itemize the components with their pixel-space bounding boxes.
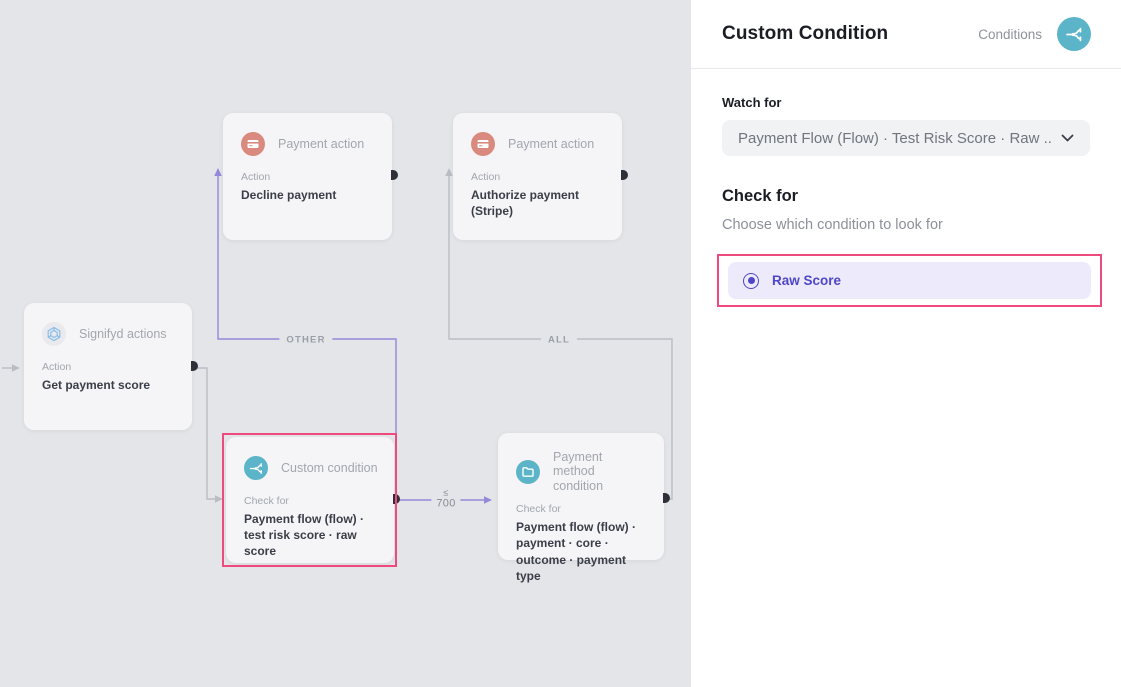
chevron-down-icon [1061, 134, 1074, 142]
panel-title: Custom Condition [722, 23, 889, 44]
node-type-label: Payment action [508, 136, 595, 151]
radio-selected-icon[interactable] [743, 272, 759, 289]
edge-label-all: ALL [540, 333, 578, 347]
node-type-label: Signifyd actions [79, 326, 167, 341]
output-port[interactable] [391, 170, 398, 180]
payment-card-icon [241, 132, 265, 156]
node-payment-method-condition[interactable]: Payment method condition Check for Payme… [498, 433, 670, 583]
node-payment-action-decline[interactable]: Payment action Action Decline payment [223, 113, 398, 240]
node-value: Get payment score [42, 378, 151, 392]
node-payment-action-authorize[interactable]: Payment action Action Authorize payment … [453, 113, 628, 240]
watch-for-label: Watch for [722, 95, 782, 110]
node-value: Authorize payment (Stripe) [471, 188, 580, 219]
check-for-heading: Check for [722, 187, 799, 205]
node-value: Payment flow (flow) · payment · core · o… [516, 520, 636, 583]
output-port[interactable] [393, 494, 400, 504]
node-field-label: Action [471, 171, 501, 183]
config-panel: Custom Condition Conditions Watch for Pa… [691, 0, 1121, 687]
output-port[interactable] [621, 170, 628, 180]
node-type-label: Custom condition [281, 460, 378, 475]
payment-card-icon [471, 132, 495, 156]
watch-for-dropdown[interactable]: Payment Flow (Flow) · Test Risk Score · … [722, 120, 1090, 156]
node-field-label: Check for [244, 495, 289, 507]
edge-label-threshold: ≤ 700 [431, 486, 461, 512]
edge-label-other: OTHER [279, 333, 333, 347]
annotation-highlight-option: Raw Score [717, 254, 1102, 307]
node-signifyd-actions[interactable]: Signifyd actions Action Get payment scor… [24, 303, 198, 430]
node-value: Payment flow (flow) · test risk score · … [244, 512, 364, 559]
panel-type-label: Conditions [978, 26, 1042, 42]
output-port[interactable] [191, 361, 198, 371]
branch-condition-icon [1057, 17, 1091, 51]
watch-for-value: Payment Flow (Flow) · Test Risk Score · … [738, 129, 1052, 147]
signifyd-icon [42, 322, 66, 346]
node-type-label: Payment method condition [553, 450, 604, 493]
node-type-label: Payment action [278, 136, 365, 151]
option-label: Raw Score [772, 273, 842, 288]
flow-canvas[interactable]: Signifyd actions Action Get payment scor… [0, 0, 691, 687]
node-field-label: Check for [516, 503, 561, 516]
node-custom-condition[interactable]: Custom condition Check for Payment flow … [226, 437, 400, 563]
check-for-subtitle: Choose which condition to look for [722, 217, 943, 233]
node-value: Decline payment [241, 188, 337, 202]
node-field-label: Action [42, 361, 72, 373]
panel-header: Custom Condition Conditions [691, 0, 1121, 69]
wallet-icon [516, 459, 540, 484]
option-raw-score[interactable]: Raw Score [728, 262, 1091, 299]
branch-condition-icon [244, 456, 268, 480]
output-port[interactable] [663, 493, 670, 503]
node-field-label: Action [241, 171, 271, 183]
